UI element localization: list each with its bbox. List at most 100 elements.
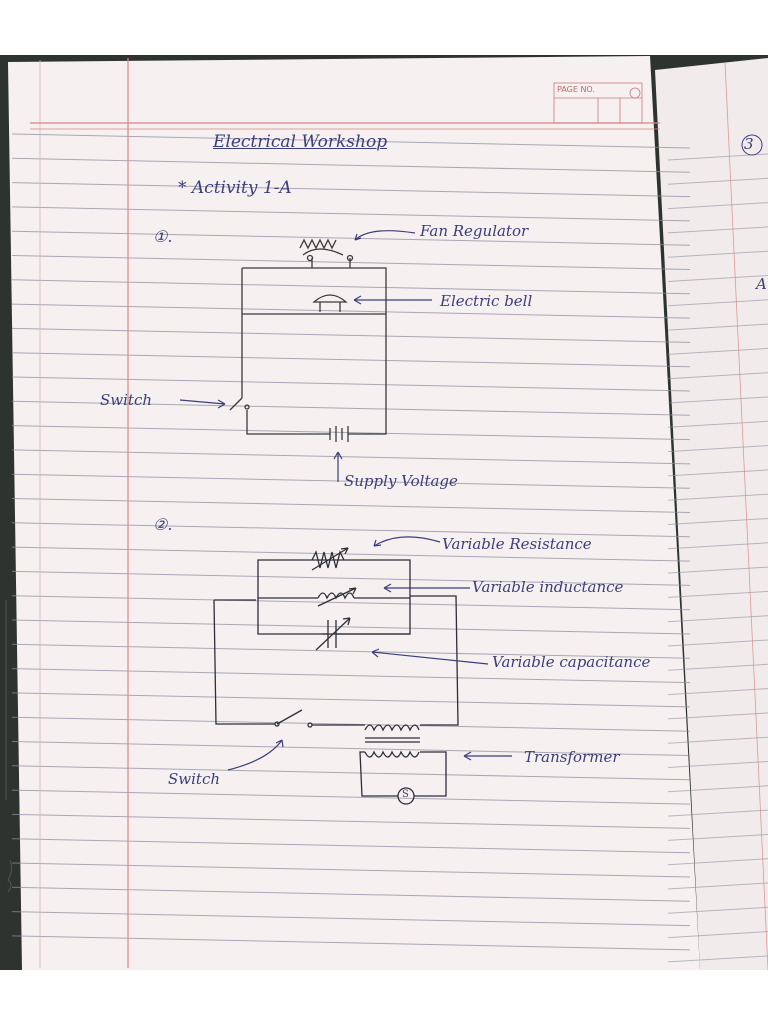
ruled-lines [11, 133, 691, 951]
ruled-line [11, 716, 691, 732]
ruled-line [11, 133, 691, 149]
source-symbol-label: S [402, 789, 409, 800]
ruled-line [11, 765, 691, 781]
ruled-line [11, 692, 691, 708]
ruled-line [11, 838, 691, 854]
facing-ruled-line [667, 177, 768, 185]
ruled-line [11, 425, 691, 441]
facing-ruled-line [667, 858, 768, 866]
ac-source-symbol [397, 787, 415, 805]
facing-ruled-line [667, 785, 768, 793]
fan-regulator-label: Fan Regulator [420, 222, 529, 240]
ruled-line [11, 546, 691, 562]
page-number-box [553, 82, 643, 124]
ruled-line [11, 789, 691, 805]
ruled-line [11, 279, 691, 295]
electric-bell-label: Electric bell [440, 292, 533, 310]
circuit-1 [229, 238, 387, 442]
circuit-1-wires [241, 267, 387, 435]
facing-ruled-line [667, 445, 768, 453]
ruled-line [11, 741, 691, 756]
facing-page-number: 3 [744, 135, 754, 153]
ruled-line [11, 911, 691, 927]
facing-ruled-line [667, 688, 768, 696]
battery-symbol [329, 426, 349, 442]
facing-ruled-line [667, 906, 768, 914]
facing-ruled-line [667, 493, 768, 501]
ruled-line [11, 570, 691, 586]
facing-ruled-line [667, 542, 768, 550]
ruled-line [11, 643, 691, 659]
facing-ruled-line [667, 882, 768, 890]
ruled-line [11, 473, 691, 489]
circuit-2-number: ②. [153, 515, 173, 534]
facing-ruled-line [667, 566, 768, 574]
ruled-line [11, 619, 691, 635]
variable-resistance-label: Variable Resistance [442, 535, 592, 553]
facing-ruled-line [667, 736, 768, 744]
facing-ruled-line [667, 226, 768, 234]
facing-ruled-lines [667, 153, 768, 963]
ruled-line [11, 400, 691, 416]
circuit-2-arrows [227, 536, 512, 771]
facing-ruled-line [667, 372, 768, 380]
facing-ruled-line [667, 931, 768, 939]
variable-capacitance-symbol [315, 617, 410, 651]
switch-2-symbol [274, 709, 313, 728]
facing-ruled-line [667, 250, 768, 258]
facing-margin-line [724, 61, 768, 971]
switch-1-symbol [229, 397, 250, 411]
ruled-line [11, 595, 691, 611]
electric-bell-symbol [312, 294, 348, 312]
ruled-line [11, 668, 691, 684]
ruled-line [11, 376, 691, 392]
facing-ruled-line [667, 955, 768, 963]
facing-ruled-line [667, 761, 768, 768]
circuit-2 [213, 547, 459, 805]
switch-2-label: Switch [168, 770, 221, 788]
side-scribbles [5, 600, 13, 893]
facing-ruled-line [667, 420, 768, 428]
facing-page [655, 58, 768, 970]
ruled-line [11, 498, 691, 513]
ruled-line [11, 862, 691, 878]
transformer-label: Transformer [524, 748, 620, 766]
facing-ruled-line [667, 347, 768, 355]
variable-inductance-label: Variable inductance [472, 578, 624, 596]
ruled-line [11, 303, 691, 319]
page-no-label: PAGE NO. [557, 85, 595, 94]
ruled-line [11, 522, 691, 538]
facing-ruled-line [667, 469, 768, 477]
facing-ruled-line [667, 712, 768, 720]
circuit-1-number: ①. [153, 227, 173, 246]
transformer-symbol [359, 724, 447, 797]
facing-ruled-line [667, 202, 768, 210]
facing-ruled-line [667, 518, 768, 525]
facing-ruled-line [667, 299, 768, 307]
ruled-line [11, 886, 691, 902]
facing-ruled-line [667, 663, 768, 671]
ruled-line [11, 255, 691, 270]
facing-ruled-line [667, 396, 768, 404]
ruled-line [11, 157, 691, 173]
ruled-line [11, 230, 691, 246]
facing-ruled-line [667, 809, 768, 817]
switch-1-label: Switch [100, 391, 153, 409]
page-title: Electrical Workshop [213, 132, 388, 152]
facing-page-number-circle [741, 134, 763, 156]
ruled-line [11, 182, 691, 198]
circuit-1-arrows [179, 230, 432, 482]
facing-ruled-line [667, 833, 768, 841]
facing-ruled-line [667, 275, 768, 282]
fan-regulator-symbol [299, 238, 354, 268]
facing-ruled-line [667, 590, 768, 598]
facing-ruled-line [667, 639, 768, 647]
ruled-line [11, 449, 691, 465]
variable-capacitance-label: Variable capacitance [492, 653, 651, 671]
ruled-line [11, 206, 691, 222]
notebook-page [8, 56, 700, 970]
facing-ruled-line [667, 323, 768, 331]
variable-inductance-symbol [317, 587, 357, 607]
ruled-line [11, 935, 691, 951]
